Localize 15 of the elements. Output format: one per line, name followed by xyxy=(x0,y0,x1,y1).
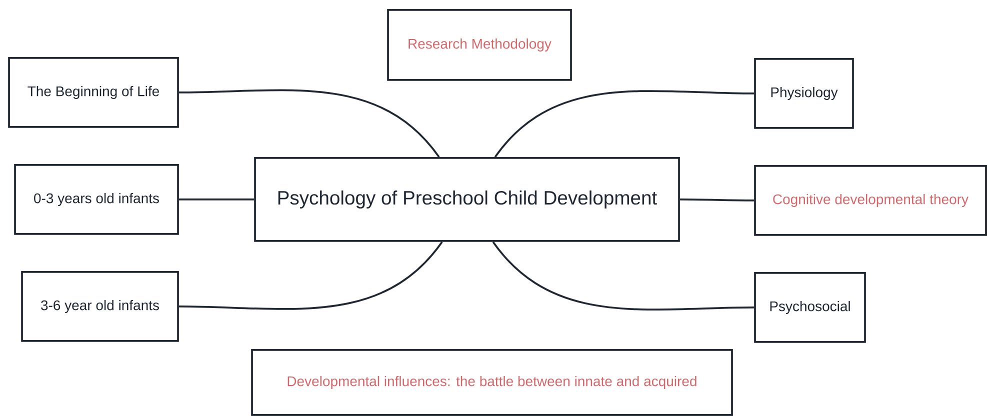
topic-box: Developmental influences: the battle between innate and acquired xyxy=(251,349,733,416)
connector-line xyxy=(494,90,754,158)
central-topic-box: Psychology of Preschool Child Development xyxy=(254,157,680,242)
topic-box: 0-3 years old infants xyxy=(14,164,179,235)
connector-line xyxy=(680,198,754,202)
connector-line xyxy=(178,89,440,158)
topic-box: Research Methodology xyxy=(387,9,572,81)
topic-box: Physiology xyxy=(754,58,854,129)
topic-box: Cognitive developmental theory xyxy=(754,165,987,236)
topic-box: 3-6 year old infants xyxy=(21,271,179,342)
connector-line xyxy=(178,198,254,200)
topic-box: The Beginning of Life xyxy=(8,57,179,128)
connector-line xyxy=(492,241,754,311)
topic-box: Psychosocial xyxy=(754,272,866,343)
connector-line xyxy=(178,241,443,310)
